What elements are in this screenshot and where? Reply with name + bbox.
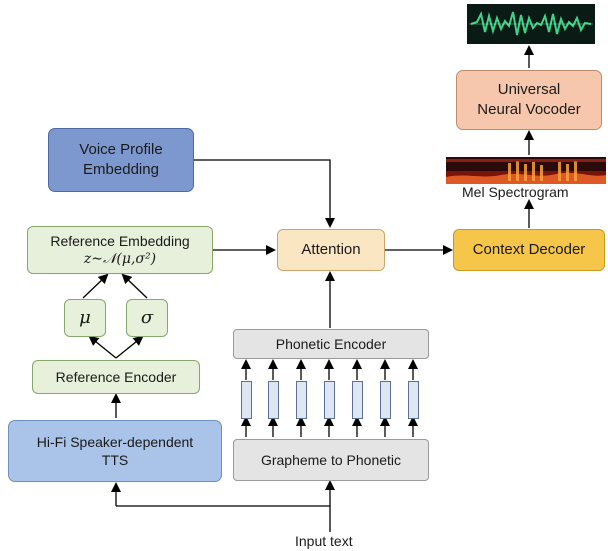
reference-embedding-box: Reference Embedding z∼𝒩(μ,σ²)	[27, 226, 213, 274]
reference-embedding-formula: z∼𝒩(μ,σ²)	[83, 251, 157, 267]
reference-encoder-label: Reference Encoder	[55, 369, 177, 385]
line-input-split	[116, 505, 331, 532]
arrows-g2p-to-cells	[241, 416, 418, 437]
sigma-label: σ	[140, 307, 154, 328]
hifi-tts-box: Hi-Fi Speaker-dependent TTS	[8, 420, 222, 482]
mel-spectrogram-image	[446, 157, 606, 184]
arrow-voice-to-attention	[194, 159, 335, 228]
reference-embedding-title: Reference Embedding	[50, 233, 190, 249]
reference-encoder-box: Reference Encoder	[32, 360, 200, 394]
universal-neural-vocoder-box: Universal Neural Vocoder	[456, 70, 602, 130]
encoder-cell	[408, 381, 419, 419]
attention-box: Attention	[277, 229, 385, 271]
mu-box: μ	[64, 299, 106, 337]
encoder-cell	[241, 381, 252, 419]
waveform-image	[467, 4, 595, 44]
context-decoder-box: Context Decoder	[453, 229, 605, 271]
hifi-tts-line1: Hi-Fi Speaker-dependent	[36, 434, 194, 450]
phonetic-encoder-box: Phonetic Encoder	[233, 329, 429, 359]
arrow-refenc-to-sigma	[115, 335, 144, 359]
encoder-cell	[380, 381, 391, 419]
input-text-label: Input text	[295, 533, 353, 549]
mu-label: μ	[79, 307, 91, 328]
voice-profile-line1: Voice Profile	[79, 141, 163, 158]
arrow-sigma-to-refemb	[121, 273, 148, 299]
attention-label: Attention	[301, 241, 361, 258]
encoder-cell	[268, 381, 279, 419]
encoder-cell	[296, 381, 307, 419]
voice-profile-embedding-box: Voice Profile Embedding	[48, 128, 194, 192]
hifi-tts-line2: TTS	[101, 452, 129, 468]
arrow-mu-to-refemb	[82, 273, 109, 299]
context-decoder-label: Context Decoder	[472, 241, 586, 258]
vocoder-line1: Universal	[497, 81, 561, 98]
vocoder-line2: Neural Vocoder	[477, 101, 581, 118]
grapheme-to-phonetic-label: Grapheme to Phonetic	[260, 452, 402, 468]
encoder-cell	[352, 381, 363, 419]
phonetic-encoder-label: Phonetic Encoder	[275, 336, 387, 352]
voice-profile-line2: Embedding	[83, 161, 159, 178]
mel-spectrogram-label: Mel Spectrogram	[462, 184, 569, 200]
encoder-cell	[324, 381, 335, 419]
arrows-cells-to-encoder	[241, 359, 418, 380]
sigma-box: σ	[126, 299, 168, 337]
arrow-refenc-to-mu	[88, 335, 117, 359]
grapheme-to-phonetic-box: Grapheme to Phonetic	[233, 439, 429, 481]
